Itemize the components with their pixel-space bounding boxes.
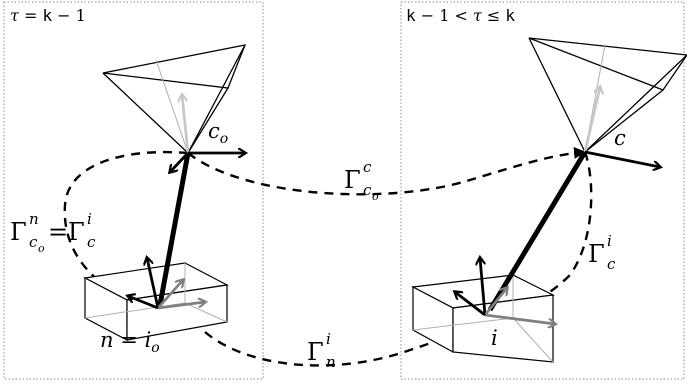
label-c-o: co — [208, 119, 228, 147]
body-io-axis-up — [147, 258, 160, 309]
label-gamma-c-i: Γ — [588, 240, 605, 268]
label-gamma-co-c-subsub: o — [372, 190, 379, 203]
label-gamma-n-i: Γ — [307, 338, 324, 366]
label-gamma-c-i-left: Γ — [68, 218, 85, 246]
label-gamma-n-i-sup: i — [326, 330, 331, 348]
link-co-to-io — [157, 152, 191, 306]
body-io-axis-right — [157, 302, 205, 310]
body-i-axis-diag — [483, 288, 507, 316]
body-i-axis-right — [484, 313, 555, 324]
label-gamma-co-n-sub: c — [29, 233, 38, 251]
trajectory-gamma-co-c — [187, 146, 586, 196]
camera-frustum-co — [102, 44, 247, 154]
body-i-axis-up — [480, 258, 487, 316]
label-c: c — [614, 126, 626, 150]
body-i-axis-back — [455, 292, 486, 317]
label-n-eq-io: n = io — [100, 328, 160, 356]
label-gamma-co-n: Γ — [10, 218, 27, 246]
label-gamma-n-i-sub: n — [326, 353, 336, 371]
body-io-axis-back — [128, 296, 159, 310]
label-gamma-co-n-subsub: o — [38, 242, 45, 255]
right-panel-header: k − 1 < τ ≤ k — [406, 6, 515, 25]
label-i: i — [491, 326, 498, 350]
link-c-to-i — [487, 150, 588, 312]
body-box-io — [83, 262, 229, 341]
camera-co-axis-up — [182, 95, 190, 154]
label-gamma-c-i-left-sup: i — [87, 210, 92, 228]
label-gamma-co-c-sub: c — [363, 181, 372, 199]
left-panel-frame — [3, 1, 264, 380]
label-gamma-c-i-sup: i — [607, 232, 612, 250]
camera-c-axis-right — [584, 150, 660, 167]
camera-c-axis-up — [583, 87, 600, 153]
left-panel-header: τ = k − 1 — [10, 6, 86, 25]
label-gamma-c-i-sub: c — [607, 255, 616, 273]
label-gamma-c-i-left-sub: c — [87, 233, 96, 251]
label-gamma-co-c-sup: c — [363, 158, 372, 176]
trajectory-gamma-n-i — [204, 324, 471, 367]
right-panel-frame — [400, 1, 685, 380]
label-gamma-co-c: Γ — [344, 166, 361, 194]
label-gamma-co-n-sup: n — [29, 210, 39, 228]
label-gamma-equals: = — [48, 218, 68, 246]
camera-frustum-c — [528, 37, 687, 153]
body-io-axis-diag — [157, 280, 183, 309]
